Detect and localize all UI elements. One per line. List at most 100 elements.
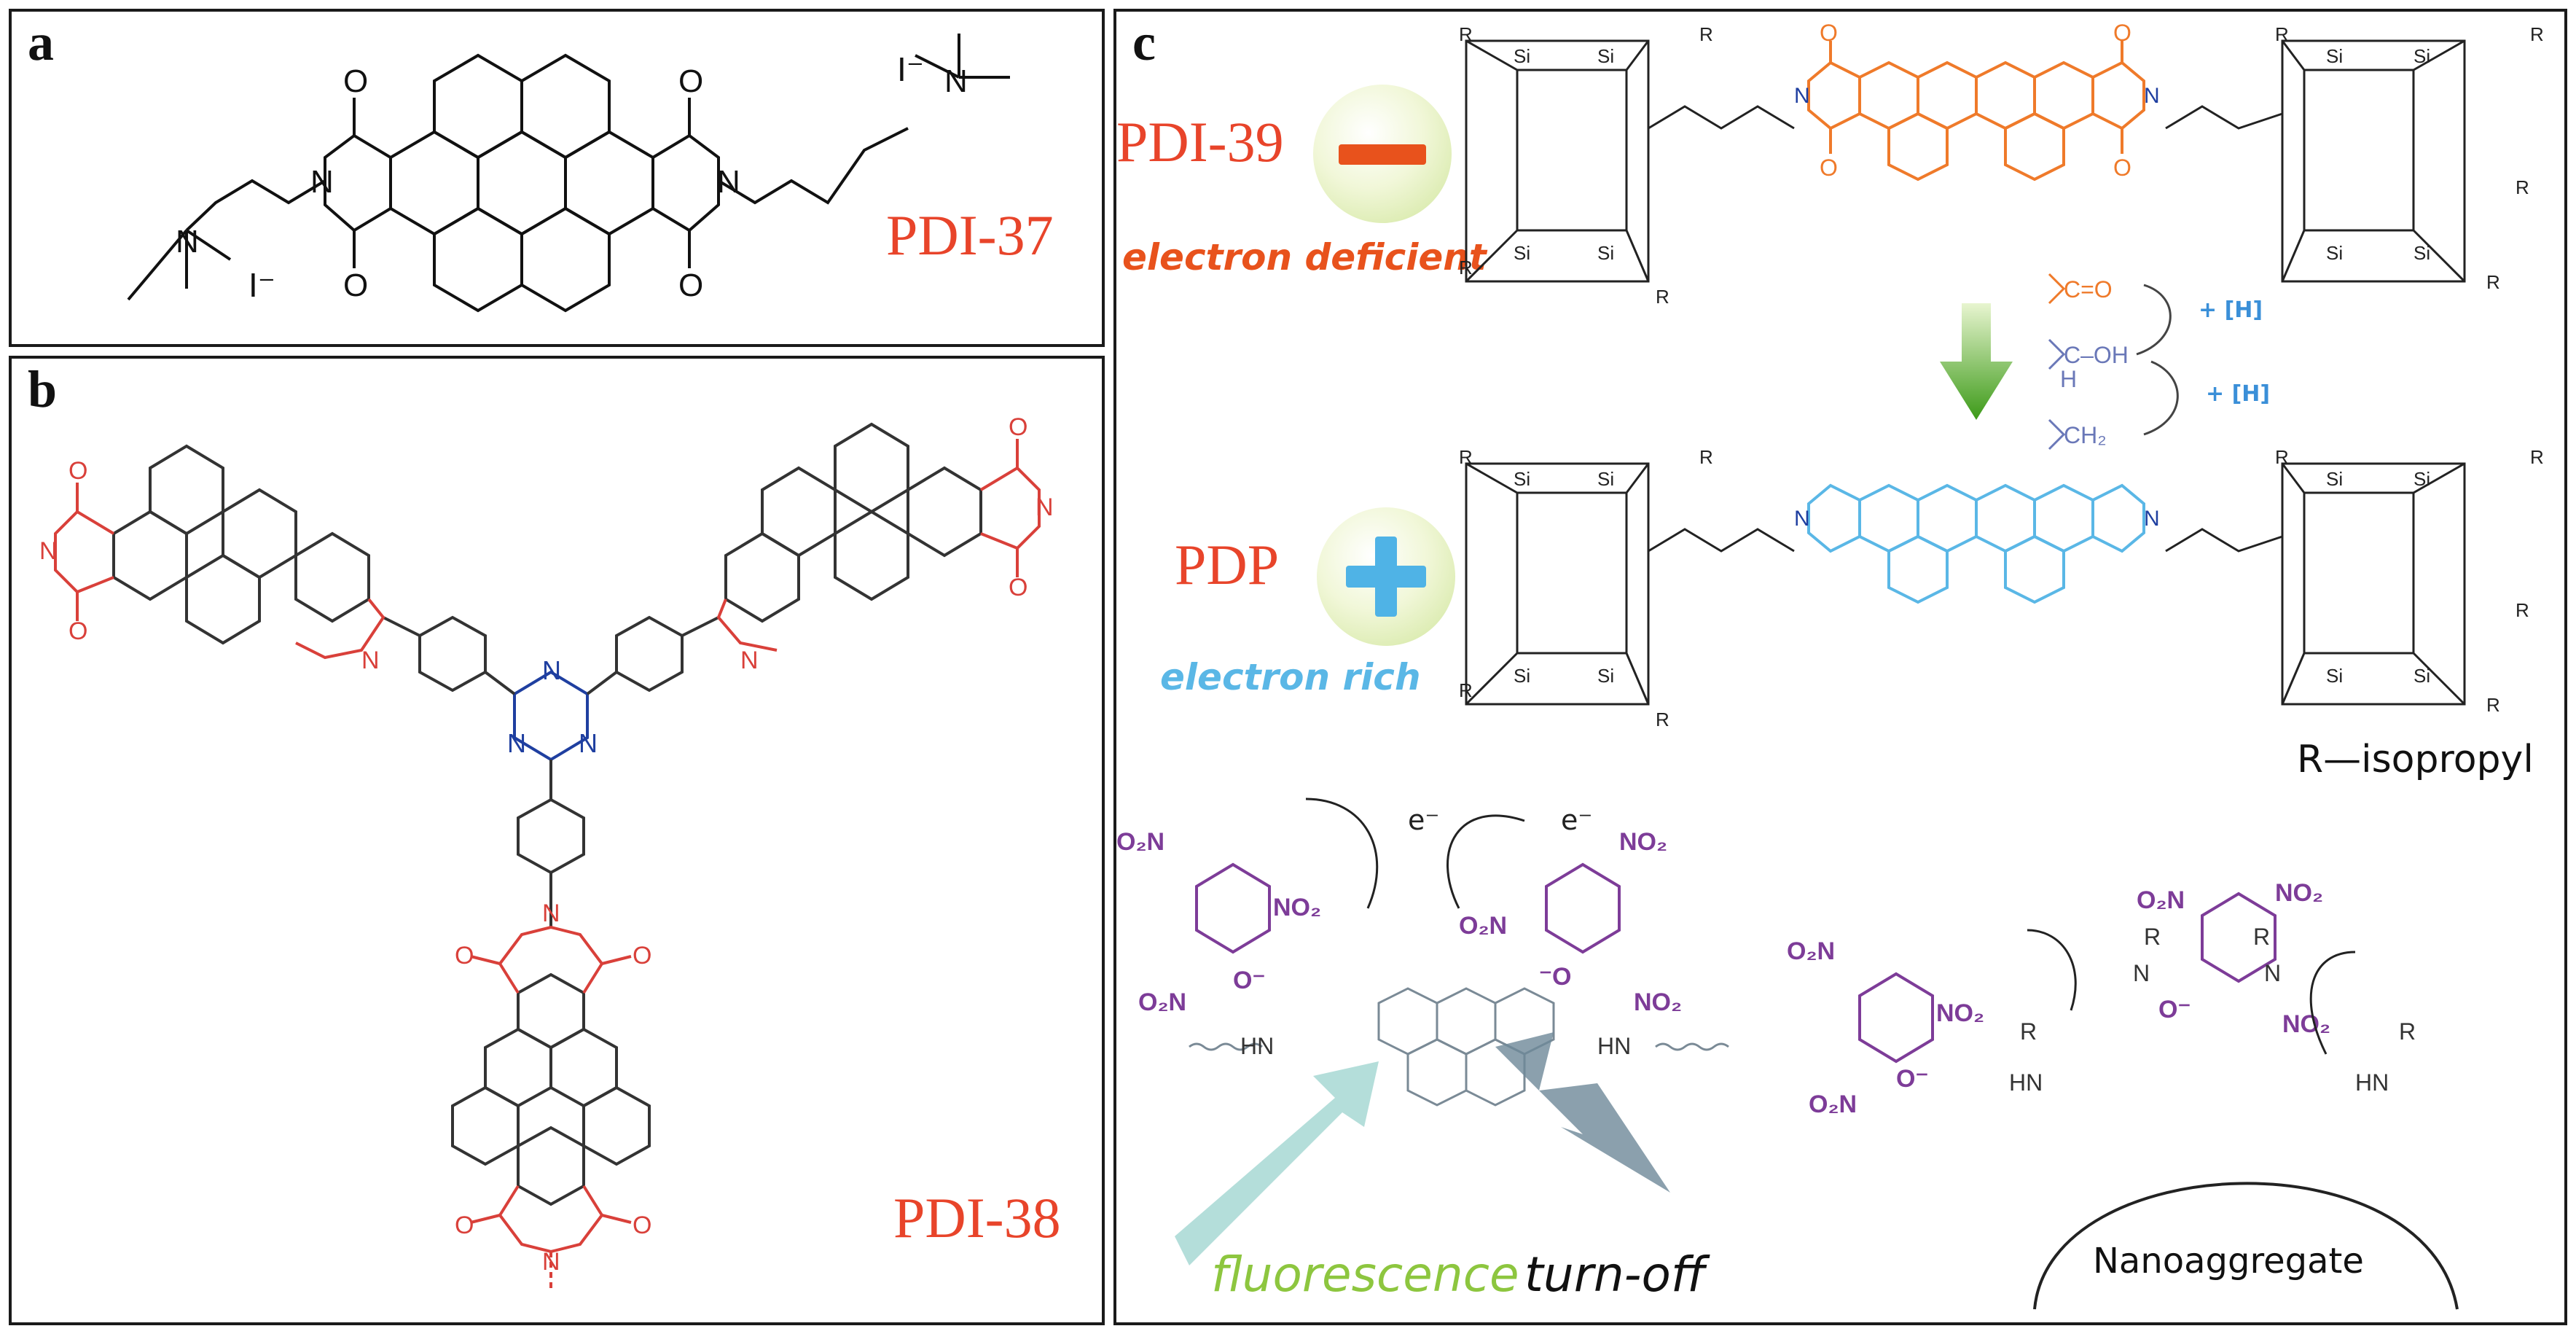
svg-text:Si: Si (1514, 45, 1530, 67)
svg-text:R: R (2253, 924, 2270, 950)
svg-text:HN: HN (2355, 1069, 2389, 1096)
svg-text:O: O (455, 1212, 474, 1239)
svg-text:O: O (68, 457, 87, 485)
svg-text:O: O (2113, 20, 2131, 46)
svg-text:Si: Si (2326, 468, 2343, 490)
svg-text:Si: Si (2326, 665, 2343, 687)
pdi-39-core (1807, 41, 2145, 182)
electron-label-1: e⁻ (1408, 804, 1440, 836)
svg-text:R: R (1656, 709, 1669, 730)
poss-cages (1465, 39, 2466, 706)
svg-text:⁻O: ⁻O (1539, 963, 1571, 991)
light-arrow (1175, 1061, 1379, 1265)
svg-text:HN: HN (1240, 1033, 1274, 1059)
svg-text:O⁻: O⁻ (2158, 996, 2191, 1023)
svg-text:R: R (1656, 286, 1669, 308)
r-group-definition: R—isopropyl (2297, 738, 2534, 781)
svg-text:CH₂: CH₂ (2064, 422, 2107, 448)
svg-text:O⁻: O⁻ (1233, 967, 1265, 994)
compound-label-pdi-39: PDI-39 (1116, 110, 1284, 173)
svg-text:R: R (1459, 23, 1473, 45)
panel-label-a: a (28, 13, 54, 71)
svg-text:N: N (2144, 84, 2160, 108)
svg-text:O: O (1820, 20, 1838, 46)
svg-text:R: R (1699, 23, 1713, 45)
svg-text:Si: Si (1597, 468, 1614, 490)
svg-text:R: R (1459, 257, 1473, 278)
iodide-label-bottom: I⁻ (248, 266, 276, 304)
svg-text:N: N (717, 164, 740, 200)
svg-text:R: R (2486, 271, 2500, 293)
fluorescence-label: fluorescence (1211, 1247, 1519, 1303)
svg-text:HN: HN (1597, 1033, 1631, 1059)
svg-text:R: R (2275, 23, 2289, 45)
svg-text:O: O (633, 942, 651, 970)
svg-text:O: O (2113, 155, 2131, 181)
compound-label-pdi-37: PDI-37 (886, 203, 1054, 267)
pdi-39-descriptor: electron deficient (1122, 236, 1487, 278)
svg-text:Si: Si (2413, 242, 2430, 264)
svg-text:O₂N: O₂N (1138, 988, 1186, 1016)
svg-text:O₂N: O₂N (1787, 937, 1835, 965)
svg-text:N: N (1794, 507, 1810, 531)
panel-a: a PDI-37 I⁻ I⁻ (9, 9, 1105, 347)
pdi-38-structure: N N N (39, 413, 1054, 1292)
svg-text:NO₂: NO₂ (2282, 1010, 2330, 1038)
svg-text:NO₂: NO₂ (1619, 828, 1667, 856)
svg-text:N: N (2144, 507, 2160, 531)
svg-text:HN: HN (2009, 1069, 2043, 1096)
panel-c: c PDI-39 electron deficient PDP electron… (1113, 9, 2567, 1325)
svg-text:O: O (1009, 574, 1027, 601)
lightning-bolt-icon (1495, 1032, 1670, 1193)
svg-text:Si: Si (2326, 45, 2343, 67)
svg-text:O: O (455, 942, 474, 970)
svg-text:O₂N: O₂N (1809, 1091, 1857, 1118)
nanoaggregate-dome (2033, 1182, 2459, 1310)
svg-text:N: N (542, 1248, 560, 1276)
svg-text:N: N (1036, 494, 1054, 521)
svg-text:Si: Si (2413, 45, 2430, 67)
svg-text:Si: Si (1514, 468, 1530, 490)
svg-text:R: R (2020, 1018, 2037, 1045)
svg-text:NO₂: NO₂ (2275, 879, 2323, 907)
svg-text:O: O (678, 268, 703, 303)
svg-text:Si: Si (1514, 242, 1530, 264)
svg-text:O: O (1820, 155, 1838, 181)
svg-text:O⁻: O⁻ (1896, 1065, 1928, 1093)
svg-text:R: R (2516, 599, 2529, 621)
svg-text:O₂N: O₂N (2137, 886, 2185, 914)
svg-text:N: N (310, 164, 334, 200)
svg-text:N: N (542, 900, 560, 927)
svg-text:N: N (361, 647, 380, 674)
compound-label-pdp: PDP (1175, 533, 1280, 596)
svg-text:N: N (176, 224, 199, 260)
svg-text:R: R (2275, 446, 2289, 468)
svg-text:O: O (633, 1212, 651, 1239)
svg-text:R: R (2144, 924, 2161, 950)
reduction-step-1: + [H] (2199, 297, 2263, 323)
svg-text:Si: Si (2326, 242, 2343, 264)
picrate-structures (1195, 862, 2276, 1064)
svg-text:R: R (1459, 679, 1473, 701)
svg-text:O₂N: O₂N (1116, 828, 1164, 856)
green-down-arrow-icon (1940, 303, 2013, 420)
svg-text:O₂N: O₂N (1459, 912, 1507, 940)
svg-text:NO₂: NO₂ (1936, 999, 1984, 1027)
pdi-37-structure: O O O O N N N N (127, 34, 1010, 313)
svg-text:Si: Si (1597, 45, 1614, 67)
svg-text:R: R (2530, 23, 2544, 45)
svg-text:R: R (1459, 446, 1473, 468)
svg-text:Si: Si (2413, 468, 2430, 490)
svg-text:Si: Si (2413, 665, 2430, 687)
svg-text:C–OH: C–OH (2064, 342, 2129, 368)
svg-text:N: N (542, 655, 561, 685)
svg-text:O: O (678, 63, 703, 99)
compound-label-pdi-38: PDI-38 (893, 1186, 1061, 1249)
minus-icon (1313, 85, 1452, 223)
svg-text:R: R (2486, 694, 2500, 716)
turn-off-label: turn-off (1524, 1247, 1706, 1303)
svg-text:N: N (2264, 960, 2281, 986)
svg-text:Si: Si (1514, 665, 1530, 687)
